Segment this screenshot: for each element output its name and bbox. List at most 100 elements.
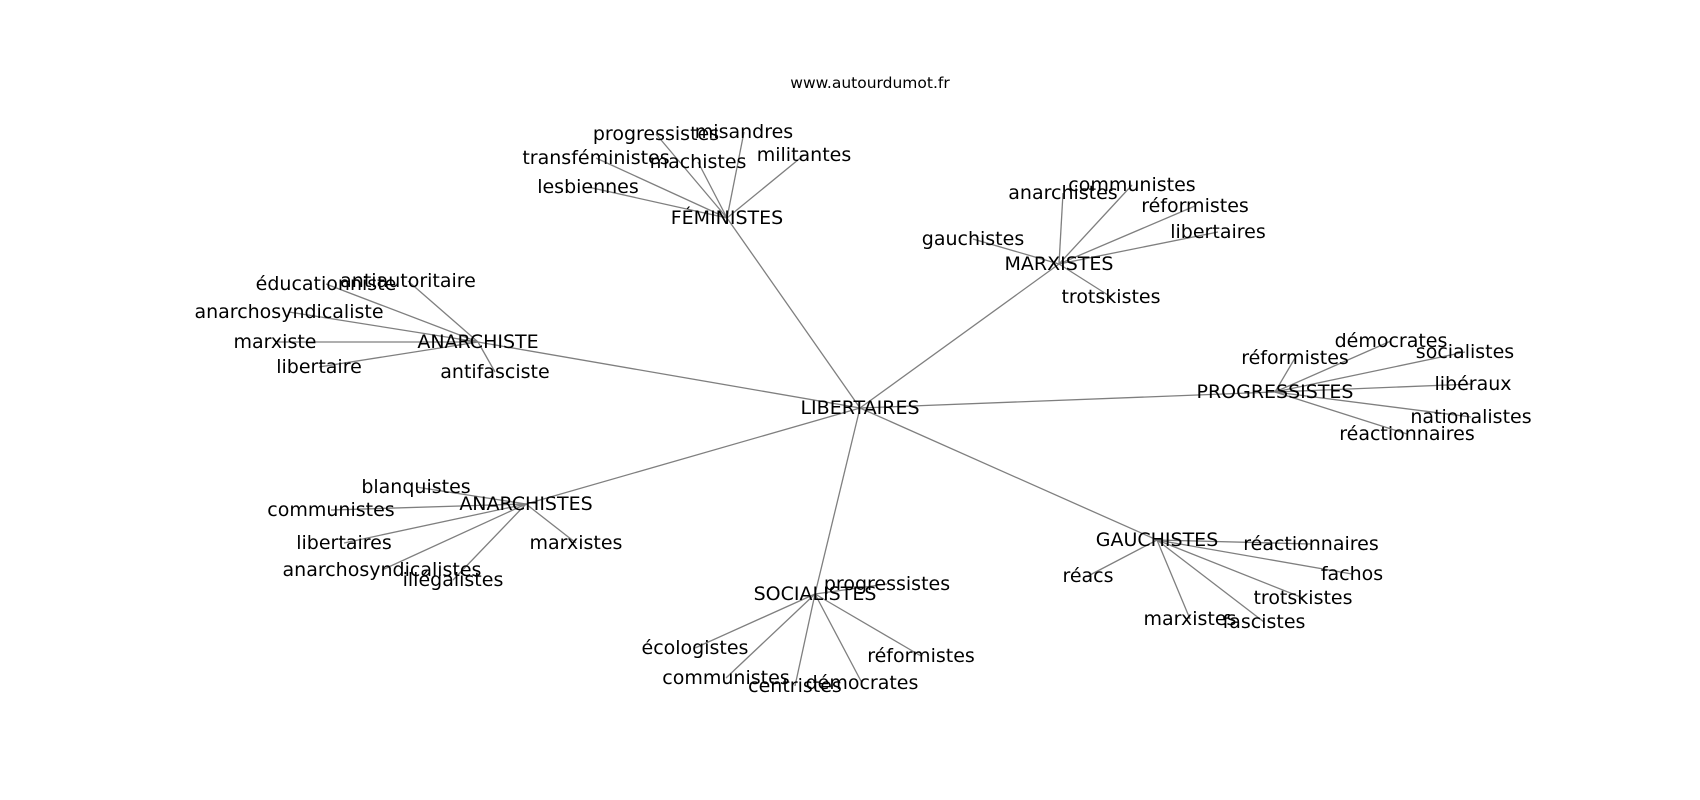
edge-group-to-child [1156, 539, 1191, 620]
child-node-label: blanquistes [361, 476, 470, 498]
child-node-label: éducationniste [256, 273, 397, 295]
group-node-label: MARXISTES [1005, 253, 1114, 275]
child-node-label: libertaires [1170, 221, 1265, 243]
edge-group-to-child [288, 311, 479, 343]
child-node-label: réformistes [1141, 195, 1249, 217]
edge-group-to-child [318, 341, 479, 368]
group-node-label: ANARCHISTES [459, 493, 592, 515]
edge-group-to-child [814, 593, 922, 657]
child-node-label: marxiste [233, 331, 316, 353]
edge-group-to-child [1274, 391, 1408, 435]
edge-group-to-child [1274, 351, 1466, 393]
child-node-label: gauchistes [922, 228, 1024, 250]
edge-group-to-child [1058, 263, 1112, 298]
child-node-label: marxistes [1144, 608, 1237, 630]
edge-group-to-child [1058, 192, 1064, 265]
edge-root-to-group [525, 407, 861, 505]
edge-group-to-child [814, 583, 888, 595]
child-node-label: anarchosyndicalistes [283, 559, 482, 581]
root-node-label: LIBERTAIRES [800, 397, 919, 419]
edge-group-to-child [343, 503, 527, 544]
edge-group-to-child [1274, 357, 1296, 393]
edge-group-to-child [587, 186, 728, 219]
child-node-label: antifasciste [440, 361, 549, 383]
child-node-label: démocrates [1335, 330, 1448, 352]
child-node-label: libéraux [1434, 373, 1511, 395]
edge-root-to-group [477, 341, 861, 409]
edge-group-to-child [1156, 539, 1265, 623]
edge-root-to-group [859, 407, 1158, 541]
edge-group-to-child [794, 593, 816, 687]
child-node-label: illégalistes [403, 569, 504, 591]
edge-root-to-group [726, 217, 861, 409]
child-node-label: réactionnaires [1243, 533, 1379, 555]
child-node-label: réactionnaires [1339, 423, 1475, 445]
child-node-label: progressistes [824, 573, 950, 595]
child-node-label: trotskistes [1061, 286, 1160, 308]
child-node-label: anarchistes [1008, 182, 1117, 204]
edge-group-to-child [1156, 539, 1304, 599]
child-node-label: militantes [757, 144, 852, 166]
child-node-label: machistes [650, 151, 747, 173]
edge-group-to-child [330, 503, 527, 511]
edge-group-to-child [814, 593, 863, 684]
child-node-label: fascistes [1223, 611, 1306, 633]
child-node-label: écologistes [642, 637, 749, 659]
edge-group-to-child [1156, 539, 1312, 545]
child-node-label: démocrates [806, 672, 919, 694]
group-node-label: FÉMINISTES [671, 206, 783, 229]
source-label: www.autourdumot.fr [790, 74, 950, 92]
edge-group-to-child [595, 157, 728, 219]
edge-group-to-child [1087, 539, 1158, 577]
edge-group-to-child [477, 341, 496, 373]
edge-group-to-child [726, 154, 805, 219]
group-node-label: GAUCHISTES [1096, 529, 1219, 551]
child-node-label: communistes [1068, 174, 1195, 196]
edge-group-to-child [1274, 383, 1474, 393]
child-node-label: réformistes [867, 645, 975, 667]
edge-group-to-child [525, 503, 577, 544]
child-node-label: nationalistes [1410, 406, 1531, 428]
child-node-label: anarchosyndicaliste [194, 301, 383, 323]
group-node-label: ANARCHISTE [417, 331, 538, 353]
edge-group-to-child [1058, 184, 1133, 265]
edge-group-to-child [972, 238, 1060, 265]
child-node-label: communistes [267, 499, 394, 521]
child-node-label: libertaires [296, 532, 391, 554]
edge-group-to-child [725, 593, 816, 679]
edge-group-to-child [1058, 205, 1196, 265]
child-node-label: socialistes [1416, 341, 1514, 363]
child-node-label: transféministes [522, 147, 669, 169]
child-node-label: trotskistes [1253, 587, 1352, 609]
edge-root-to-group [814, 407, 861, 595]
edge-group-to-child [697, 161, 728, 219]
graph-labels: progressistesmisandrestransféministesmac… [194, 121, 1531, 697]
child-node-label: réformistes [1241, 347, 1349, 369]
edge-group-to-child [726, 131, 745, 219]
child-node-label: centristes [748, 675, 842, 697]
edge-group-to-child [1274, 391, 1472, 418]
graph-edges [275, 131, 1474, 687]
group-node-label: SOCIALISTES [754, 583, 877, 605]
edge-group-to-child [1156, 539, 1353, 575]
group-node-label: PROGRESSISTES [1196, 381, 1353, 403]
edge-group-to-child [1274, 340, 1392, 393]
edge-root-to-group [859, 263, 1060, 409]
edge-group-to-child [325, 283, 479, 343]
child-node-label: lesbiennes [537, 176, 639, 198]
child-node-label: misandres [695, 121, 793, 143]
edge-group-to-child [694, 593, 816, 649]
child-node-label: libertaire [276, 356, 362, 378]
child-node-label: progressistes [593, 123, 719, 145]
edge-group-to-child [452, 503, 527, 581]
edge-group-to-child [415, 486, 527, 505]
edge-group-to-child [1058, 231, 1219, 265]
child-node-label: fachos [1321, 563, 1383, 585]
edge-group-to-child [381, 503, 527, 571]
edge-group-to-child [407, 280, 479, 343]
edge-root-to-group [859, 391, 1276, 409]
child-node-label: antiautoritaire [340, 270, 476, 292]
edge-group-to-child [655, 133, 728, 219]
child-node-label: communistes [662, 667, 789, 689]
